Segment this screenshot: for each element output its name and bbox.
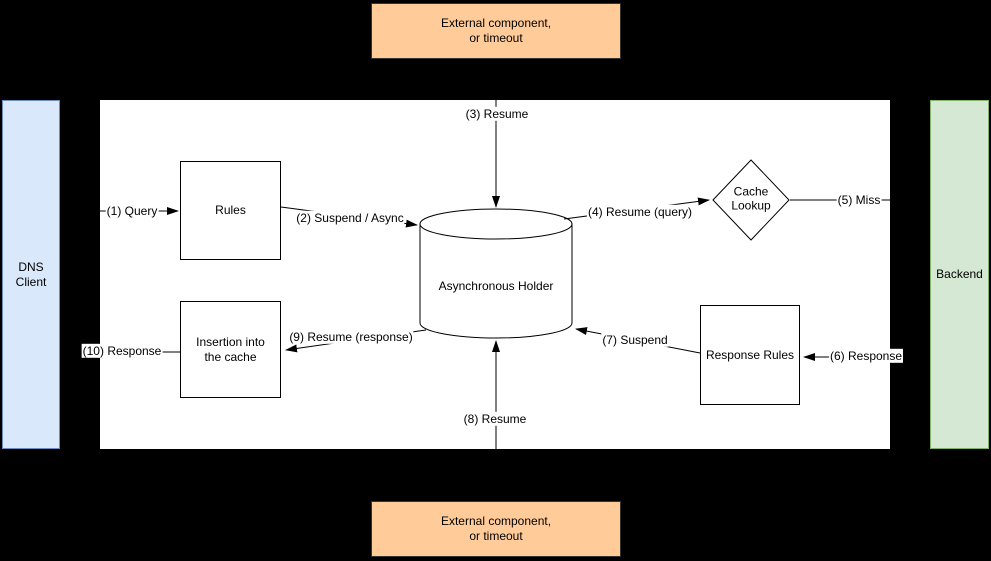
edge-10-label: (10) Response	[81, 343, 163, 359]
edge-1-label: (1) Query	[105, 203, 159, 219]
edge-6-label: (6) Response	[828, 348, 904, 364]
edge-8-label: (8) Resume	[462, 411, 528, 427]
edge-7-label: (7) Suspend	[601, 332, 669, 348]
async-holder-label: Asynchronous Holder	[438, 278, 554, 293]
cache-lookup-label: Cache Lookup	[731, 184, 771, 213]
edge-2-label: (2) Suspend / Async	[295, 210, 405, 226]
backend-box: Backend	[930, 100, 989, 449]
external-component-bottom-box: External component, or timeout	[371, 501, 621, 557]
edge-4-label: (4) Resume (query)	[586, 204, 694, 220]
edge-5-label: (5) Miss	[836, 192, 882, 208]
insertion-into-cache-node: Insertion into the cache	[180, 301, 281, 398]
edge-9-label: (9) Resume (response)	[288, 329, 414, 345]
rules-node: Rules	[180, 161, 281, 260]
async-holder-cylinder-top	[419, 208, 573, 240]
response-rules-node: Response Rules	[700, 305, 800, 405]
cache-lookup-diamond	[712, 159, 790, 241]
async-holder-cylinder-body	[419, 224, 573, 339]
edge-3-label: (3) Resume	[464, 106, 530, 122]
external-component-top-box: External component, or timeout	[371, 3, 621, 59]
dns-client-box: DNS Client	[2, 100, 60, 449]
